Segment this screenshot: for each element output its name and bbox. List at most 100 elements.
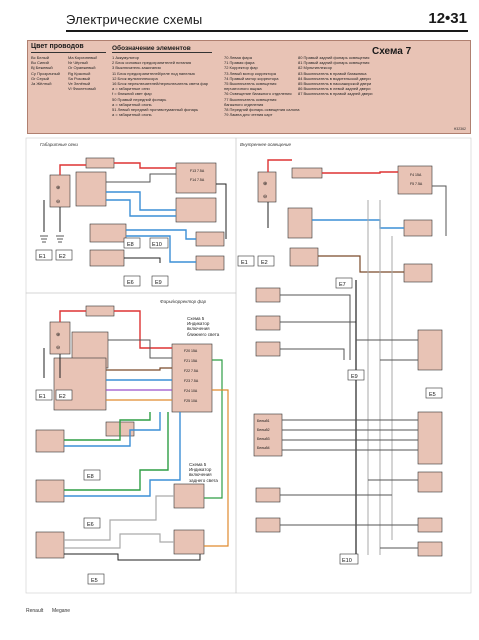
page-number: 12•31 (428, 10, 467, 27)
ground-label: E8 (127, 242, 134, 248)
lamp-block-50 (195, 231, 225, 247)
legend-entry: 76 Освещение багажного отделения (224, 91, 292, 97)
wire-colors-heading: Цвет проводов (31, 43, 84, 50)
ground-tag (83, 469, 101, 481)
wire-light-grey (64, 533, 174, 549)
multiplexer-block-12 (175, 197, 217, 223)
motor-74 (173, 529, 205, 555)
interior-lighting-circuit: ⊕ ⊖ F4 15A F5 7.5A Белый1 Белый2 Белый3 … (253, 159, 447, 560)
legend-entry: 3 Выключатель зажигания (112, 65, 161, 71)
ground-label: E9 (155, 280, 162, 286)
wire-blue (64, 412, 181, 497)
wire-colors-list-2: Мa Коричневый Nr Чёрный Or Оранжевый Rg … (68, 55, 97, 91)
lamp-block-87 (417, 471, 443, 493)
wire-grey (280, 294, 351, 360)
wire-grey (280, 348, 345, 360)
legend-entry: Bj Бежевый (31, 65, 53, 71)
ground-tag (347, 369, 365, 381)
note-line: включения (189, 472, 212, 478)
headlamp-right-71 (35, 479, 65, 503)
fuse-box-2 (85, 305, 115, 317)
plus-symbol: ⊕ (56, 332, 60, 338)
legend-entry: 86 Выключатель в левой задней двери (298, 86, 371, 92)
note-lowbeam-indicator: Схема 5 Индикатор включения ближнего све… (187, 316, 219, 337)
corrector-72 (35, 531, 65, 559)
ground-label: E2 (59, 394, 66, 400)
switch-block-83 (255, 287, 281, 303)
ground-label: E5 (91, 578, 98, 584)
note-line: Индикатор (189, 467, 212, 473)
parking-lights-circuit: ⊕ ⊖ F13 7.5A F14 7.5A (43, 157, 227, 271)
wire-red (267, 159, 292, 172)
panel-frame-bottom-left (25, 292, 237, 594)
switch-group-86 (253, 413, 283, 457)
lamp-block-81b (417, 541, 443, 557)
motor-73 (173, 483, 205, 509)
ground-tag (35, 249, 53, 261)
legend-entry: 72 Корректор фар (224, 65, 258, 71)
headlamp-left-70 (35, 429, 65, 453)
legend-entry: 75 Выключатель освещения (224, 80, 277, 86)
lamp-block-81 (417, 517, 443, 533)
note-line: Схема 5 (187, 316, 205, 321)
plus-symbol: ⊕ (263, 181, 267, 187)
legend-entry: 12 Блок мультиплексора (112, 75, 158, 81)
legend-entry: Ve Зелёный (68, 80, 91, 86)
switch-block-88 (255, 487, 281, 503)
switch-label: Белый3 (257, 437, 270, 441)
ground-label: E10 (152, 242, 162, 248)
legend-entry: 11 Блок предохранителей/реле под панелью (112, 70, 195, 76)
wire-red (59, 164, 86, 175)
ground-tag (55, 249, 73, 261)
legend-entry: Vi Фиолетовый (68, 86, 96, 92)
legend-entry: a = габаритные огни (112, 86, 150, 92)
switch-block-16 (53, 357, 107, 411)
ground-tag (123, 237, 141, 249)
legend-entry: 83 Выключатель в правой багажника (298, 70, 367, 76)
grounds-right: E1 E2 E7 E9 E5 E10 (237, 255, 443, 565)
ground-tag (257, 255, 275, 267)
lamp-block-76 (289, 247, 319, 267)
legend-entry: Nr Чёрный (68, 60, 88, 66)
switch-label: Белый1 (257, 419, 270, 423)
legend-entry: Bu Синий (31, 60, 49, 66)
note-line: включения (187, 326, 210, 332)
ground-label: E5 (429, 392, 436, 398)
wire-green (64, 412, 169, 491)
fuse-block-11 (171, 343, 213, 413)
legend-entry: 70 Левая фара (224, 55, 252, 60)
fuse-label: F23 7.5A (184, 379, 199, 383)
legend-entry: a = габаритный огонь (112, 101, 152, 107)
legend-entry: Мa Коричневый (68, 55, 98, 60)
ignition-switch (75, 171, 107, 207)
wire-black (216, 183, 227, 239)
wire-black (124, 257, 161, 263)
ground-tag (123, 275, 141, 287)
wire-grey (106, 173, 176, 183)
legend-entry: перчаточного ящика (224, 86, 262, 92)
wire-colors-list-1: Вс Белый Bu Синий Bj Бежевый Cy Прозрачн… (31, 55, 60, 86)
lamp-block-51 (195, 255, 225, 271)
ground-label: E1 (39, 254, 46, 260)
wire-colors-rule (31, 52, 106, 53)
fuse-box-2 (291, 167, 323, 179)
ground-tag (339, 553, 359, 565)
wire-blue (106, 199, 176, 217)
footer-model: Megane (52, 608, 71, 614)
ground-tag (149, 237, 169, 249)
wire-blue (126, 235, 196, 263)
ground-tag (87, 573, 105, 585)
multiplexer-block-82 (417, 411, 443, 465)
grounds-top-left: E1 E2 E8 E10 E6 E9 (35, 235, 169, 287)
wire-brown (318, 255, 404, 273)
wire-red (59, 310, 86, 322)
fuse-label: F20 15A (184, 349, 198, 353)
elements-list-2: 70 Левая фара 71 Правая фара 72 Корректо… (224, 55, 300, 117)
header-rule (66, 30, 468, 32)
page-header: Электрические схемы 12•31 (0, 0, 479, 40)
wire-black (64, 553, 201, 561)
legend-entry: 2 Блок силовых предохранителей питания (112, 60, 192, 66)
legend-entry: 80 Правый задний фонарь освещения (298, 55, 370, 60)
section-label-interior-lights: Внутреннее освещение (240, 142, 291, 147)
wire-blue (312, 219, 404, 229)
